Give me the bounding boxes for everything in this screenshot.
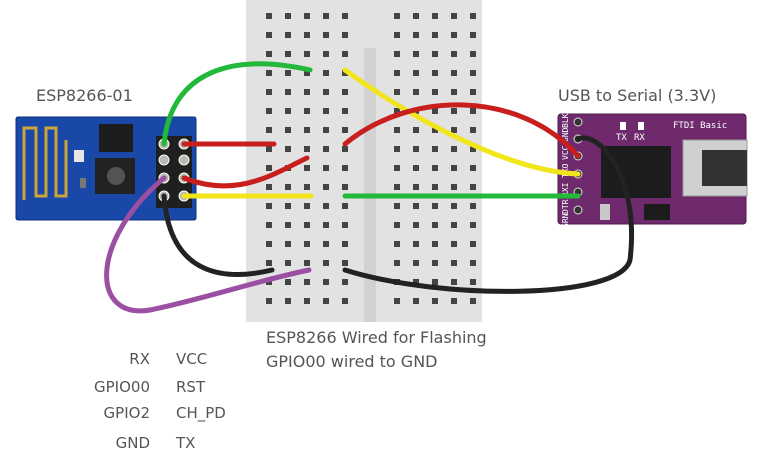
esp-gpio00-wire <box>104 175 312 314</box>
ftdi-led-rx: RX <box>634 133 645 143</box>
pin-label-ch-pd: CH_PD <box>176 404 226 422</box>
pin-label-gpio00: GPIO00 <box>94 378 150 396</box>
ftdi-pin-dtr: DTR <box>561 199 570 214</box>
ftdi-pin-gnd: GND <box>561 127 570 142</box>
pin-label-tx: TX <box>176 434 196 452</box>
pin-label-vcc: VCC <box>176 350 208 368</box>
ftdi-board-name: FTDI Basic <box>673 121 727 131</box>
esp-tx-wire <box>161 61 313 147</box>
ftdi-rxi-wire <box>342 67 581 177</box>
ftdi-vcc-wire <box>342 102 581 159</box>
ftdi-pin-blk: BLK <box>561 113 570 128</box>
pin-label-rx: RX <box>129 350 150 368</box>
pin-label-gnd: GND <box>115 434 150 452</box>
esp-title: ESP8266-01 <box>36 86 133 105</box>
breadboard <box>246 0 482 322</box>
caption-line2: GPIO00 wired to GND <box>266 352 438 371</box>
pin-label-gpio2: GPIO2 <box>103 404 150 422</box>
esp8266-board <box>15 116 197 221</box>
ftdi-pin-vcc: VCC <box>561 145 570 160</box>
ftdi-led-tx: TX <box>616 133 627 143</box>
caption-line1: ESP8266 Wired for Flashing <box>266 328 487 347</box>
ftdi-pin-grn: GRN <box>561 213 570 228</box>
ftdi-gnd-wire <box>342 135 634 294</box>
ftdi-title: USB to Serial (3.3V) <box>558 86 717 105</box>
ftdi-pin-rxi: RXI <box>561 182 570 197</box>
pin-label-rst: RST <box>176 378 206 396</box>
esp-chpd-wire <box>181 155 310 189</box>
esp-gnd-wire <box>161 193 275 277</box>
